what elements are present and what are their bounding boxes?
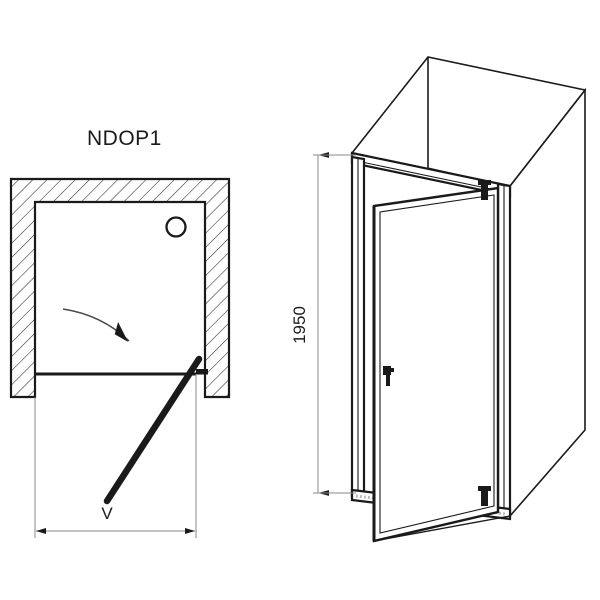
door-panel-open bbox=[103, 355, 203, 505]
floor-edge-front bbox=[373, 515, 511, 542]
wall-outline bbox=[9, 177, 231, 399]
hinge-plan-icon bbox=[196, 369, 208, 375]
top-hinge-icon bbox=[478, 180, 491, 200]
iso-view-group: 1950 bbox=[290, 56, 587, 543]
dim-label-v: V bbox=[101, 504, 113, 523]
plan-view-title: NDOP1 bbox=[87, 127, 162, 150]
dim-label-height: 1950 bbox=[290, 306, 309, 344]
wall-hatch-fill bbox=[11, 179, 229, 397]
door-handle-icon bbox=[383, 366, 394, 386]
top-inner-edge bbox=[427, 167, 499, 185]
plan-view-group: NDOP1 V bbox=[9, 127, 231, 538]
handle-circle-icon bbox=[165, 216, 187, 238]
hinged-door-glass-inner bbox=[379, 194, 495, 534]
door-swing-arc-icon bbox=[62, 308, 130, 342]
bottom-hinge-icon bbox=[478, 486, 491, 506]
wall-hatch-group bbox=[9, 177, 231, 399]
